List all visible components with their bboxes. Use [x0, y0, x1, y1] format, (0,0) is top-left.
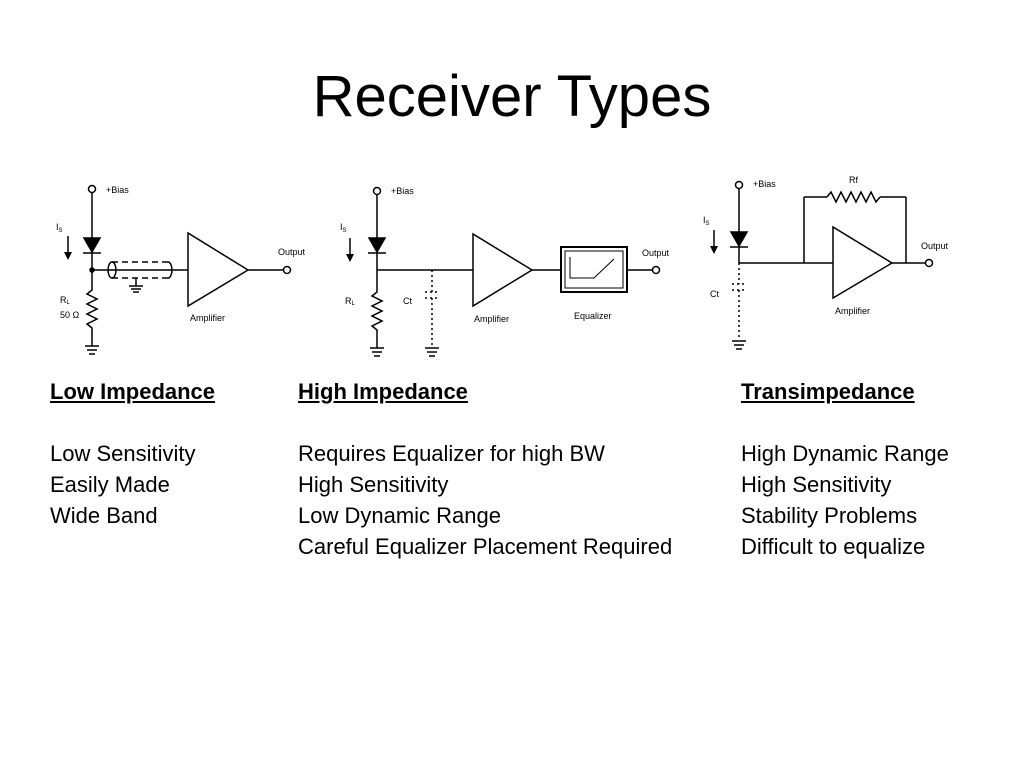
high-impedance-labels: +Bias IS RL Ct Output Amplifier Equalize… [340, 186, 670, 324]
amplifier-icon [472, 232, 534, 308]
photodiode-icon [729, 231, 749, 248]
current-label: IS [56, 222, 63, 234]
ground-icon [370, 347, 384, 357]
current-label: IS [340, 222, 347, 234]
feedback-resistor-icon [826, 190, 881, 204]
capacitor-icon [425, 270, 439, 348]
bias-terminal [87, 184, 97, 194]
output-label: Output [921, 241, 949, 251]
resistor-icon [85, 285, 99, 346]
column-heading: Transimpedance [741, 379, 915, 404]
ground-icon [425, 347, 439, 357]
resistor-icon [370, 287, 384, 348]
list-item: Difficult to equalize [741, 534, 926, 559]
high-impedance-circuit [346, 186, 661, 357]
low-impedance-labels: +Bias IS RL 50 Ω Output Amplifier [56, 185, 306, 323]
bias-label: +Bias [391, 186, 414, 196]
resistor-value: 50 Ω [60, 310, 80, 320]
resistor-label: RL [345, 296, 356, 307]
capacitor-icon [732, 263, 746, 340]
list-item: High Sensitivity [741, 472, 892, 497]
photodiode-icon [367, 237, 387, 254]
equalizer-icon [560, 246, 628, 293]
equalizer-label: Equalizer [574, 311, 612, 321]
resistor-label: RL [60, 295, 71, 306]
output-terminal [651, 265, 661, 275]
output-terminal [924, 258, 934, 268]
feedback-resistor-label: Rf [849, 175, 858, 185]
transimpedance-labels: +Bias IS Rf Ct Output Amplifier [703, 175, 949, 316]
receiver-circuits-diagram: +Bias IS RL 50 Ω Output Amplifier [56, 175, 949, 357]
output-label: Output [642, 248, 670, 258]
transimpedance-circuit [710, 180, 934, 350]
list-item: High Dynamic Range [741, 441, 949, 466]
bias-label: +Bias [106, 185, 129, 195]
high-impedance-column: High Impedance Requires Equalizer for hi… [298, 376, 672, 562]
output-terminal [282, 265, 292, 275]
amplifier-label: Amplifier [190, 313, 225, 323]
list-item: High Sensitivity [298, 472, 449, 497]
bias-label: +Bias [753, 179, 776, 189]
amplifier-label: Amplifier [474, 314, 509, 324]
column-heading: Low Impedance [50, 379, 216, 404]
list-item: Stability Problems [741, 503, 918, 528]
transimpedance-column: Transimpedance High Dynamic Range High S… [741, 376, 949, 562]
list-item: Low Dynamic Range [298, 503, 501, 528]
low-impedance-circuit [64, 184, 292, 355]
list-item: Careful Equalizer Placement Required [298, 534, 673, 559]
amplifier-icon [832, 225, 894, 300]
list-item: Low Sensitivity [50, 441, 196, 466]
bias-terminal [372, 186, 382, 196]
coax-shield [107, 261, 173, 293]
ground-icon [732, 340, 746, 350]
bias-terminal [734, 180, 744, 190]
list-item: Easily Made [50, 472, 170, 497]
capacitor-label: Ct [710, 289, 719, 299]
amplifier-label: Amplifier [835, 306, 870, 316]
low-impedance-column: Low Impedance Low Sensitivity Easily Mad… [50, 376, 215, 531]
list-item: Wide Band [50, 503, 158, 528]
output-label: Output [278, 247, 306, 257]
ground-icon [85, 345, 99, 355]
amplifier-icon [187, 231, 250, 308]
column-heading: High Impedance [298, 379, 468, 404]
photodiode-icon [82, 237, 102, 254]
page-title: Receiver Types [312, 64, 712, 129]
list-item: Requires Equalizer for high BW [298, 441, 605, 466]
current-label: IS [703, 215, 710, 227]
capacitor-label: Ct [403, 296, 412, 306]
